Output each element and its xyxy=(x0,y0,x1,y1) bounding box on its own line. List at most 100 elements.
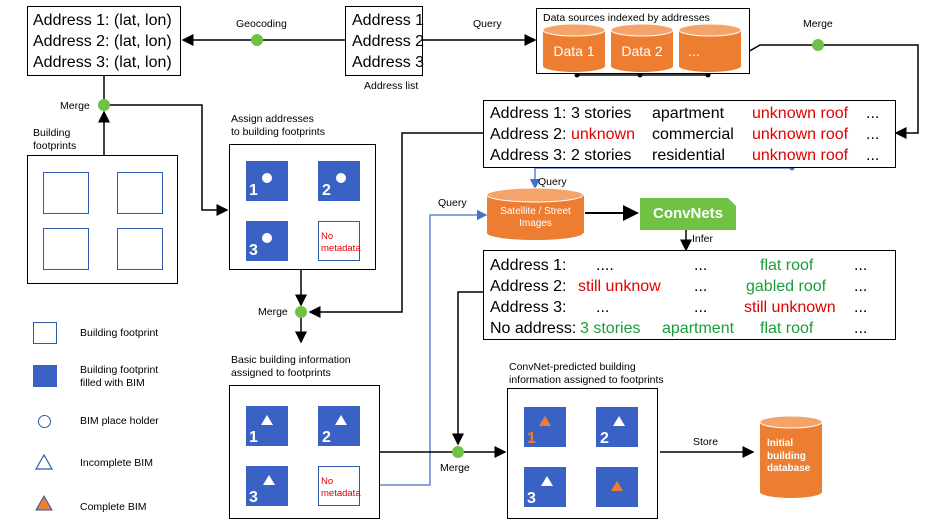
data-2-label: Data 2 xyxy=(621,43,663,59)
footprint-filled-3: 3 xyxy=(524,467,566,507)
incomplete-bim-triangle-icon xyxy=(541,476,553,486)
footprint-filled-1: 1 xyxy=(246,406,288,446)
basic-info-title-line: Basic building information xyxy=(231,354,351,366)
pred-addr: No address: xyxy=(490,320,577,337)
address-list-line: Address 3 xyxy=(352,54,425,71)
footprint-square xyxy=(43,172,89,214)
no-metadata-line: metadata xyxy=(321,488,361,499)
arrow-merge-to-assign xyxy=(104,104,229,216)
initial-db-line: building xyxy=(767,450,806,462)
merge-mid-label: Merge xyxy=(258,306,288,318)
assign-title-line: to building footprints xyxy=(231,126,325,138)
no-metadata-line: metadata xyxy=(321,243,361,254)
merge-dot-left xyxy=(98,99,110,111)
footprint-number: 2 xyxy=(322,429,331,446)
convnet-predicted-box: 1 2 3 xyxy=(507,388,658,519)
data-1-label: Data 1 xyxy=(553,43,595,59)
arrow-blue-query xyxy=(363,209,488,486)
address-list-caption: Address list xyxy=(364,80,419,92)
legend-label: BIM place holder xyxy=(80,415,159,427)
pred-addr: Address 1: xyxy=(490,257,567,274)
placeholder-circle xyxy=(262,173,272,183)
images-db-line: Images xyxy=(519,218,552,229)
attr-roof: unknown roof xyxy=(752,126,849,143)
footprint-number: 2 xyxy=(322,182,331,199)
legend-orange-triangle-icon xyxy=(35,494,53,511)
building-footprints-line: Building xyxy=(33,127,71,139)
merge-dot-top-right xyxy=(812,39,824,51)
footprint-no-metadata: No metadata xyxy=(318,221,361,261)
pred-more: ... xyxy=(854,299,868,316)
no-metadata-line: No xyxy=(321,231,334,242)
building-footprints-box xyxy=(27,155,178,284)
footprint-square xyxy=(117,172,163,214)
assign-title: Assign addresses to building footprints xyxy=(231,113,325,139)
convnet-title-line: ConvNet-predicted building xyxy=(509,361,636,373)
merge-dot-mid xyxy=(295,306,307,318)
legend-label-line: filled with BIM xyxy=(80,377,145,389)
data-more-label: ... xyxy=(688,43,700,59)
basic-info-title: Basic building information assigned to f… xyxy=(231,354,351,380)
data-sources-title: Data sources indexed by addresses xyxy=(543,12,710,24)
attr-stories: unknown xyxy=(570,126,635,143)
footprint-number: 1 xyxy=(249,429,258,446)
pred-c3: still unknown xyxy=(744,299,836,316)
pred-c1: still unknow xyxy=(578,278,661,295)
assign-box: 1 2 3 No metadata xyxy=(229,144,376,270)
pred-more: ... xyxy=(854,278,868,295)
footprint-square xyxy=(43,228,89,270)
merge-dot-bottom xyxy=(452,446,464,458)
footprint-square xyxy=(117,228,163,270)
legend-filled-square-icon xyxy=(33,365,57,387)
address-list-line: Address 2 xyxy=(352,33,425,50)
pred-c2: ... xyxy=(694,257,708,274)
complete-bim-triangle-icon xyxy=(539,416,551,426)
legend-label-line: Building footprint xyxy=(80,364,159,376)
attr-row-2: Address 2: unknown xyxy=(490,124,635,145)
query-top-label: Query xyxy=(473,18,502,30)
pred-c3: flat roof xyxy=(760,320,814,337)
basic-info-title-line: assigned to footprints xyxy=(231,367,331,379)
arrow-predicted-to-merge xyxy=(452,291,483,446)
incomplete-bim-triangle-icon xyxy=(335,415,347,425)
footprint-filled-2: 2 xyxy=(596,407,638,447)
pred-c2: ... xyxy=(694,299,708,316)
pred-c1: .... xyxy=(596,257,614,274)
geocoded-address-box: Address 1: (lat, lon) Address 2: (lat, l… xyxy=(27,6,181,76)
predicted-table: Address 1: .... ... flat roof ... Addres… xyxy=(483,250,896,340)
pred-c2: apartment xyxy=(662,320,735,337)
footprint-filled-1: 1 xyxy=(524,407,566,447)
attr-row-3: Address 3: 2 stories xyxy=(490,145,631,166)
placeholder-circle xyxy=(262,233,272,243)
images-db-cylinder xyxy=(486,187,584,240)
attr-use: commercial xyxy=(652,126,734,143)
footprint-filled-4 xyxy=(596,467,638,507)
convnet-title-line: information assigned to footprints xyxy=(509,374,664,386)
pred-more: ... xyxy=(854,320,868,337)
geocoded-line: Address 1: (lat, lon) xyxy=(33,12,172,29)
footprint-no-metadata: No metadata xyxy=(318,466,361,506)
attr-more: ... xyxy=(866,126,880,143)
footprint-number: 1 xyxy=(527,430,536,447)
basic-info-box: 1 2 3 No metadata xyxy=(229,385,380,519)
incomplete-bim-triangle-icon xyxy=(613,416,625,426)
attr-row-1: Address 1: 3 stories xyxy=(490,103,631,124)
data-1-cylinder xyxy=(542,23,606,72)
pred-c1: 3 stories xyxy=(580,320,641,337)
footprint-filled-3: 3 xyxy=(246,466,288,506)
footprint-number: 1 xyxy=(249,182,258,199)
no-metadata-text: No metadata xyxy=(321,476,361,500)
store-label: Store xyxy=(693,436,719,448)
building-footprints-line: footprints xyxy=(33,140,77,152)
initial-db-line: Initial xyxy=(767,438,794,449)
legend-label: Building footprint xyxy=(80,327,159,339)
convnet-title: ConvNet-predicted building information a… xyxy=(509,361,664,387)
no-metadata-line: No xyxy=(321,476,334,487)
initial-db-cylinder xyxy=(759,415,823,498)
merge-bottom-label: Merge xyxy=(440,462,470,474)
arrow-table-to-merge xyxy=(308,132,483,318)
address-list-box: Address 1 Address 2 Address 3 xyxy=(345,6,425,76)
pred-c2: ... xyxy=(694,278,708,295)
